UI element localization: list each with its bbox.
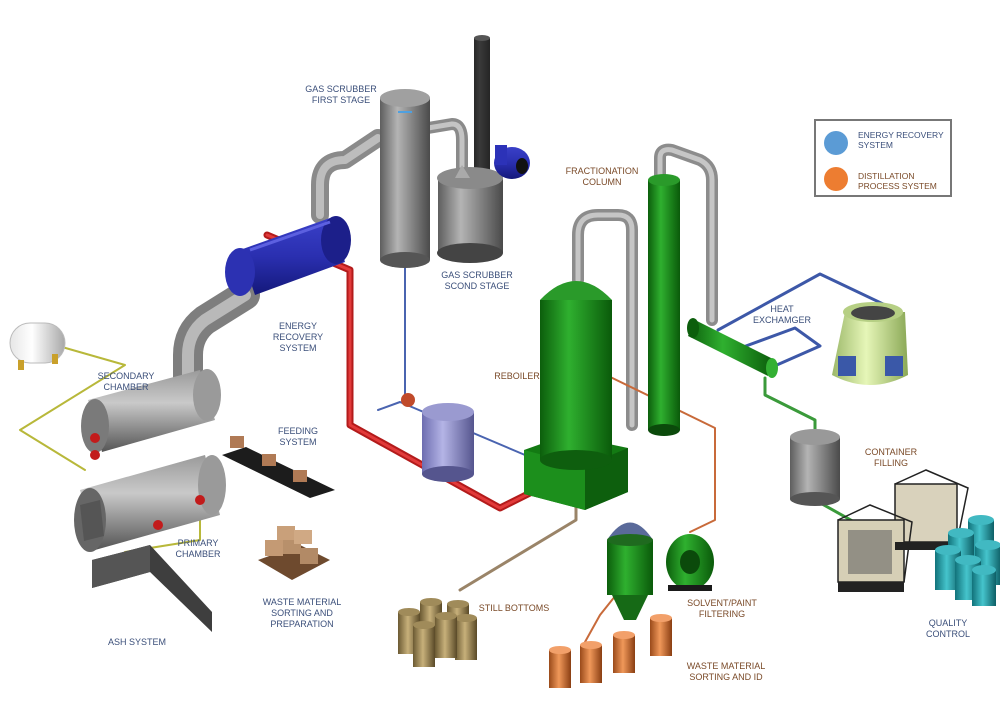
pallet-boxes — [258, 526, 330, 580]
solvent-pump — [666, 534, 714, 591]
container-filling-vessel — [790, 429, 840, 506]
solvent-filter-vessel — [607, 522, 653, 620]
waste-sorting-preparation-label: WASTE MATERIAL SORTING AND PREPARATION — [262, 597, 342, 629]
heat-exchanger-label: HEAT EXCHAMGER — [752, 304, 811, 325]
condensate-tank — [401, 393, 474, 482]
reboiler — [524, 281, 628, 510]
quality-control-drums — [935, 515, 1000, 606]
heat-exchanger — [687, 318, 778, 378]
primary-chamber-label: PRIMARY CHAMBER — [175, 538, 221, 559]
quality-control-label: QUALITY CONTROL — [925, 618, 970, 639]
blower-fan — [494, 145, 530, 179]
energy-recovery-drum — [225, 216, 351, 296]
gas-scrubber-first-stage-label: GAS SCRUBBER FIRST STAGE — [305, 84, 377, 105]
propane-tank — [9, 322, 66, 370]
energy-recovery-label: ENERGY RECOVERY SYSTEM — [272, 321, 324, 353]
secondary-chamber — [81, 369, 221, 460]
gas-scrubber-second-stage-label: GAS SCRUBBER SCOND STAGE — [441, 270, 513, 291]
ash-system-label: ASH SYSTEM — [107, 637, 166, 647]
waste-sorting-id-label: WASTE MATERIAL SORTING AND ID — [686, 661, 766, 682]
feeding-system-label: FEEDING SYSTEM — [277, 426, 318, 447]
legend: ENERGY RECOVERY SYSTEM DISTILLATION PROC… — [814, 119, 952, 197]
exhaust-stack — [474, 35, 490, 193]
primary-chamber — [74, 455, 226, 552]
energy-recovery-legend-label: ENERGY RECOVERY SYSTEM — [858, 130, 944, 150]
reboiler-label: REBOILER — [494, 371, 540, 381]
gas-scrubber-first-stage — [380, 89, 430, 268]
secondary-chamber-label: SECONDARY CHAMBER — [97, 371, 155, 392]
still-bottoms-label: STILL BOTTOMS — [478, 603, 550, 613]
ash-system-conveyor — [92, 545, 212, 632]
fractionation-column — [648, 174, 680, 436]
container-filling-label: CONTAINER FILLING — [864, 447, 918, 468]
solvent-paint-filtering-label: SOLVENT/PAINT FILTERING — [687, 598, 757, 619]
gas-scrubber-second-stage — [437, 165, 503, 263]
ibc-totes — [837, 469, 969, 592]
waste-copper-drums — [549, 614, 672, 688]
distillation-legend-label: DISTILLATION PROCESS SYSTEM — [858, 171, 937, 191]
energy-recovery-legend-swatch — [824, 131, 848, 155]
still-bottom-drums — [398, 598, 477, 667]
fractionation-column-label: FRACTIONATION COLUMN — [565, 166, 639, 187]
distillation-legend-swatch — [824, 167, 848, 191]
feeding-conveyor — [222, 436, 335, 498]
cooling-tower — [832, 302, 908, 385]
